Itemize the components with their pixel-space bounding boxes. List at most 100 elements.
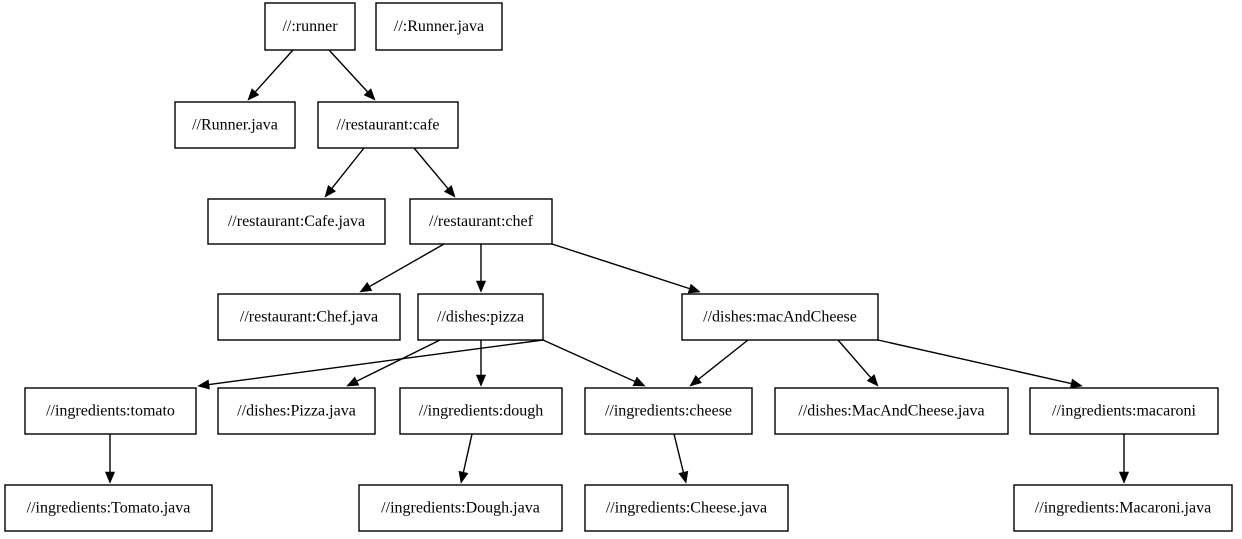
node-label: //ingredients:Dough.java <box>381 500 540 517</box>
node-label: //:runner <box>282 18 338 35</box>
graph-edge <box>551 243 701 294</box>
graph-node-dishes_pizza_java[interactable]: //dishes:Pizza.java <box>217 387 376 435</box>
graph-node-restaurant_cafe_java[interactable]: //restaurant:Cafe.java <box>207 198 386 245</box>
graph-edge <box>359 243 445 293</box>
graph-node-dishes_pizza[interactable]: //dishes:pizza <box>417 293 544 341</box>
node-box[interactable] <box>681 293 879 341</box>
graph-edge <box>673 433 689 484</box>
edges-layer <box>104 49 1130 484</box>
graph-node-ingredients_tomato_java[interactable]: //ingredients:Tomato.java <box>4 484 213 532</box>
edge-line <box>356 339 441 382</box>
edge-arrowhead-icon <box>247 88 260 101</box>
node-box[interactable] <box>417 293 544 341</box>
graph-edge <box>1118 434 1130 484</box>
edge-arrowhead-icon <box>104 471 116 484</box>
node-box[interactable] <box>4 484 213 532</box>
graph-edge <box>458 433 473 484</box>
graph-edge <box>542 339 646 387</box>
node-label: //dishes:pizza <box>437 309 524 326</box>
node-label: //ingredients:tomato <box>46 403 175 420</box>
edge-line <box>254 49 294 93</box>
node-label: //ingredients:Cheese.java <box>606 500 767 517</box>
node-label: //ingredients:cheese <box>605 403 732 420</box>
edge-arrowhead-icon <box>359 282 373 293</box>
graph-node-ingredients_dough[interactable]: //ingredients:dough <box>399 387 563 435</box>
graph-node-restaurant_chef[interactable]: //restaurant:chef <box>409 198 553 245</box>
edge-arrowhead-icon <box>866 374 879 387</box>
node-box[interactable] <box>584 484 789 532</box>
edge-arrowhead-icon <box>346 376 360 387</box>
edge-line <box>413 147 449 190</box>
edge-arrowhead-icon <box>689 375 702 387</box>
node-box[interactable] <box>375 2 503 51</box>
edge-line <box>551 243 690 290</box>
edge-arrowhead-icon <box>443 185 456 198</box>
edge-arrowhead-icon <box>324 185 336 198</box>
edge-arrowhead-icon <box>458 470 469 484</box>
graph-edge <box>346 339 441 387</box>
edge-line <box>877 339 1072 385</box>
graph-edge <box>324 147 365 198</box>
node-label: //restaurant:chef <box>429 213 534 230</box>
node-label: //ingredients:Tomato.java <box>27 500 191 517</box>
graph-edge <box>104 434 116 484</box>
graph-node-dishes_macandcheese_java[interactable]: //dishes:MacAndCheese.java <box>774 387 1009 435</box>
node-box[interactable] <box>217 387 376 435</box>
graph-node-restaurant_cafe[interactable]: //restaurant:cafe <box>317 101 459 149</box>
node-label: //dishes:macAndCheese <box>703 309 857 326</box>
node-label: //restaurant:Cafe.java <box>228 213 365 230</box>
graph-node-restaurant_chef_java[interactable]: //restaurant:Chef.java <box>217 293 401 341</box>
graph-node-runner_java_root[interactable]: //:Runner.java <box>375 2 503 51</box>
graph-node-runner[interactable]: //:runner <box>264 2 356 51</box>
node-box[interactable] <box>264 2 356 51</box>
graph-node-ingredients_tomato[interactable]: //ingredients:tomato <box>24 387 197 435</box>
edge-arrowhead-icon <box>632 376 646 387</box>
node-label: //ingredients:Macaroni.java <box>1035 500 1211 517</box>
node-box[interactable] <box>399 387 563 435</box>
node-box[interactable] <box>317 101 459 149</box>
graph-edge <box>877 339 1083 389</box>
edge-arrowhead-icon <box>197 379 210 390</box>
edge-line <box>698 339 749 380</box>
node-label: //ingredients:macaroni <box>1052 403 1197 420</box>
node-box[interactable] <box>409 198 553 245</box>
node-label: //dishes:MacAndCheese.java <box>798 403 984 420</box>
graph-edge <box>475 340 487 387</box>
node-label: //restaurant:Chef.java <box>240 309 378 326</box>
edge-arrowhead-icon <box>1069 378 1083 389</box>
node-box[interactable] <box>24 387 197 435</box>
graph-node-runner_java[interactable]: //Runner.java <box>174 101 296 149</box>
edge-arrowhead-icon <box>475 374 487 387</box>
nodes-layer: //:runner //:Runner.java //Runner.java //re… <box>4 2 1233 532</box>
node-box[interactable] <box>774 387 1009 435</box>
graph-edge <box>247 49 294 101</box>
node-box[interactable] <box>358 484 563 532</box>
graph-node-ingredients_cheese[interactable]: //ingredients:cheese <box>584 387 753 435</box>
node-box[interactable] <box>207 198 386 245</box>
node-label: //ingredients:dough <box>419 403 543 420</box>
graph-node-ingredients_dough_java[interactable]: //ingredients:Dough.java <box>358 484 563 532</box>
graph-node-dishes_macandcheese[interactable]: //dishes:macAndCheese <box>681 293 879 341</box>
edge-line <box>462 433 473 473</box>
graph-node-ingredients_macaroni_java[interactable]: //ingredients:Macaroni.java <box>1013 484 1233 532</box>
graph-node-ingredients_macaroni[interactable]: //ingredients:macaroni <box>1029 387 1219 435</box>
edge-arrowhead-icon <box>1118 471 1130 484</box>
edge-line <box>673 433 685 473</box>
graph-edge <box>197 339 544 390</box>
edge-line <box>328 49 369 93</box>
edge-line <box>369 243 445 288</box>
graph-node-ingredients_cheese_java[interactable]: //ingredients:Cheese.java <box>584 484 789 532</box>
node-box[interactable] <box>174 101 296 149</box>
node-box[interactable] <box>584 387 753 435</box>
edge-arrowhead-icon <box>687 283 701 294</box>
graph-edge <box>837 339 879 387</box>
edge-line <box>542 339 636 383</box>
graph-edge <box>689 339 749 387</box>
node-box[interactable] <box>1013 484 1233 532</box>
edge-line <box>331 147 365 189</box>
node-label: //restaurant:cafe <box>336 117 439 134</box>
node-box[interactable] <box>217 293 401 341</box>
node-box[interactable] <box>1029 387 1219 435</box>
